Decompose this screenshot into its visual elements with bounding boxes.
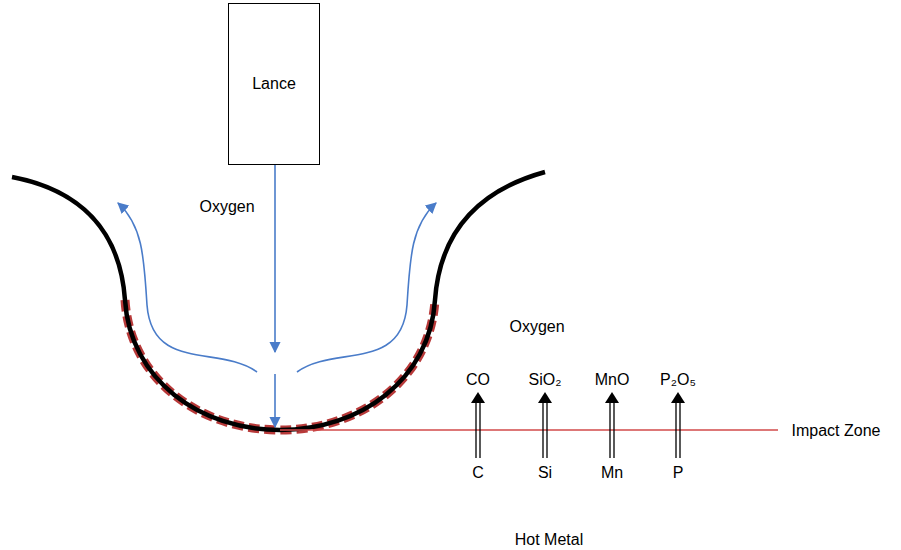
oxygen-jet xyxy=(274,374,276,427)
vessel-wall xyxy=(12,172,545,430)
region-label: Hot Metal xyxy=(515,531,583,549)
element-label: Si xyxy=(538,464,552,482)
zone-label: Impact Zone xyxy=(792,422,881,440)
lance-box: Lance xyxy=(228,3,320,165)
impact-zone-line xyxy=(280,429,778,431)
element-label: P xyxy=(673,464,684,482)
oxide-label: CO xyxy=(466,371,490,389)
gas-flow-arrow xyxy=(297,203,436,372)
gas-flow-arrow xyxy=(118,203,257,372)
gas-label: Oxygen xyxy=(509,318,564,336)
oxide-label: P₂O₅ xyxy=(660,371,696,389)
element-label: Mn xyxy=(601,464,623,482)
refractory-lining xyxy=(125,300,435,430)
oxidation-arrows xyxy=(471,392,685,458)
oxygen-jet xyxy=(274,165,276,352)
box-label: Lance xyxy=(252,75,296,93)
gas-label: Oxygen xyxy=(199,198,254,216)
oxide-label: SiO₂ xyxy=(529,371,562,389)
oxide-label: MnO xyxy=(595,371,630,389)
element-label: C xyxy=(472,464,484,482)
